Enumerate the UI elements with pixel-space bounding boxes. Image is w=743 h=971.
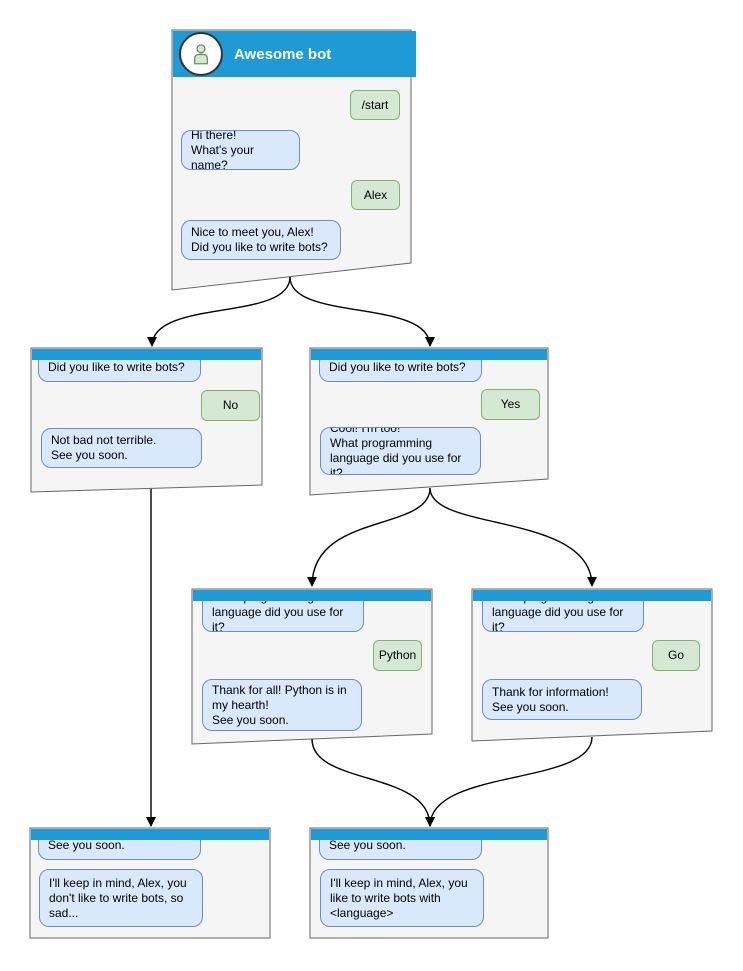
bot-bubble-greeting: Hi there! What's your name? bbox=[181, 130, 300, 170]
node-title-bar-end-yes bbox=[311, 829, 547, 840]
node-title-bar-go-branch bbox=[473, 590, 711, 601]
person-icon bbox=[194, 44, 208, 65]
bot-bubble-yes-answer: Cool! I'm too! What programming language… bbox=[320, 427, 481, 475]
root-node-header: Awesome bot bbox=[173, 31, 416, 77]
user-bubble-name: Alex bbox=[351, 180, 400, 210]
edge-go-branch-to-end-yes bbox=[425, 736, 593, 827]
bot-bubble-end-no-message: I'll keep in mind, Alex, you don't like … bbox=[39, 869, 203, 927]
edge-yes-branch-to-python-branch bbox=[307, 487, 431, 587]
node-title-bar-no-branch bbox=[32, 349, 261, 360]
bot-bubble-end-yes-message: I'll keep in mind, Alex, you like to wri… bbox=[320, 869, 484, 927]
node-title-bar-yes-branch bbox=[311, 349, 547, 360]
edge-python-branch-to-end-yes bbox=[311, 738, 435, 827]
edge-root-to-yes-branch bbox=[289, 276, 435, 347]
bot-bubble-python-answer: Thank for all! Python is in my hearth! S… bbox=[202, 679, 362, 731]
user-bubble-python: Python bbox=[373, 640, 422, 671]
user-bubble-yes: Yes bbox=[481, 389, 540, 420]
edge-yes-branch-to-go-branch bbox=[429, 487, 597, 587]
user-bubble-no: No bbox=[201, 390, 260, 421]
bot-bubble-no-answer: Not bad not terrible. See you soon. bbox=[41, 428, 202, 468]
bot-avatar bbox=[179, 32, 223, 76]
bot-bubble-go-answer: Thank for information! See you soon. bbox=[482, 679, 642, 720]
bot-bubble-nice-to-meet: Nice to meet you, Alex! Did you like to … bbox=[181, 220, 341, 260]
bot-title: Awesome bot bbox=[234, 45, 332, 63]
node-title-bar-end-no bbox=[31, 829, 269, 840]
edge-root-to-no-branch bbox=[147, 276, 291, 347]
node-title-bar-python-branch bbox=[193, 590, 431, 601]
user-bubble-go: Go bbox=[652, 640, 700, 671]
user-bubble-start: /start bbox=[350, 90, 400, 120]
